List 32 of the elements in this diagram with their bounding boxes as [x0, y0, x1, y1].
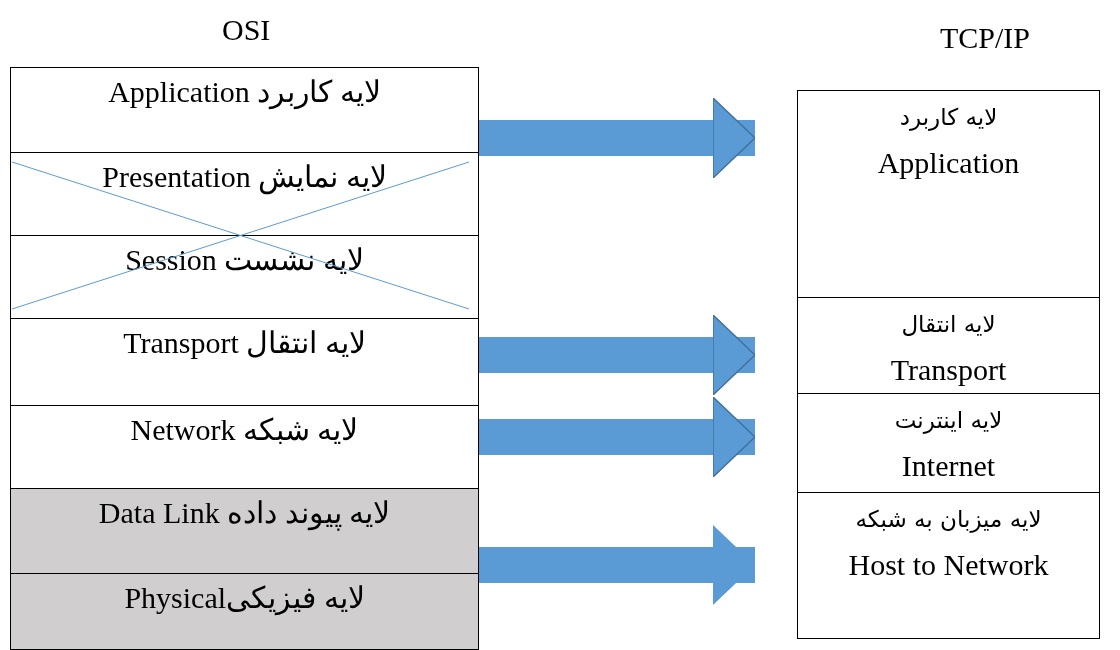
layer-box	[10, 235, 479, 319]
block-arrow	[479, 525, 755, 605]
layer-name: لایه نمایش Presentation	[102, 159, 387, 195]
layer-name: Application	[877, 145, 1020, 181]
layer-name: Host to Network	[848, 547, 1049, 583]
layer-box	[10, 405, 479, 489]
layer-name: لایه کاربرد Application	[108, 74, 381, 110]
layer-box	[797, 297, 1100, 394]
block-arrow	[479, 396, 756, 478]
layer-box	[797, 393, 1100, 493]
layer-name: لایه نشست Session	[125, 242, 364, 278]
block-arrow	[479, 97, 756, 179]
layer-name: لایه انتقال	[901, 310, 996, 339]
layer-name: Transport	[890, 352, 1007, 388]
layer-box	[10, 318, 479, 406]
column-heading: OSI	[222, 12, 271, 48]
layer-name: لایه انتقال Transport	[123, 325, 366, 361]
layer-name: لایه شبکه Network	[130, 412, 359, 448]
block-arrow	[479, 314, 756, 396]
layer-box	[797, 492, 1100, 639]
layer-name: Internet	[901, 448, 996, 484]
layer-box	[10, 152, 479, 236]
layer-box	[10, 573, 479, 650]
layer-box	[10, 488, 479, 574]
layer-name: لایه اینترنت	[894, 406, 1003, 436]
layer-name: لایه کاربرد	[899, 103, 998, 133]
layer-box	[797, 90, 1100, 298]
layer-name: لایه فیزیکیPhysical	[124, 580, 365, 616]
column-heading: TCP/IP	[940, 20, 1031, 56]
layer-box	[10, 67, 479, 153]
layer-name: لایه پیوند داده Data Link	[98, 495, 391, 531]
layer-name: لایه میزبان به شبکه	[855, 505, 1042, 535]
